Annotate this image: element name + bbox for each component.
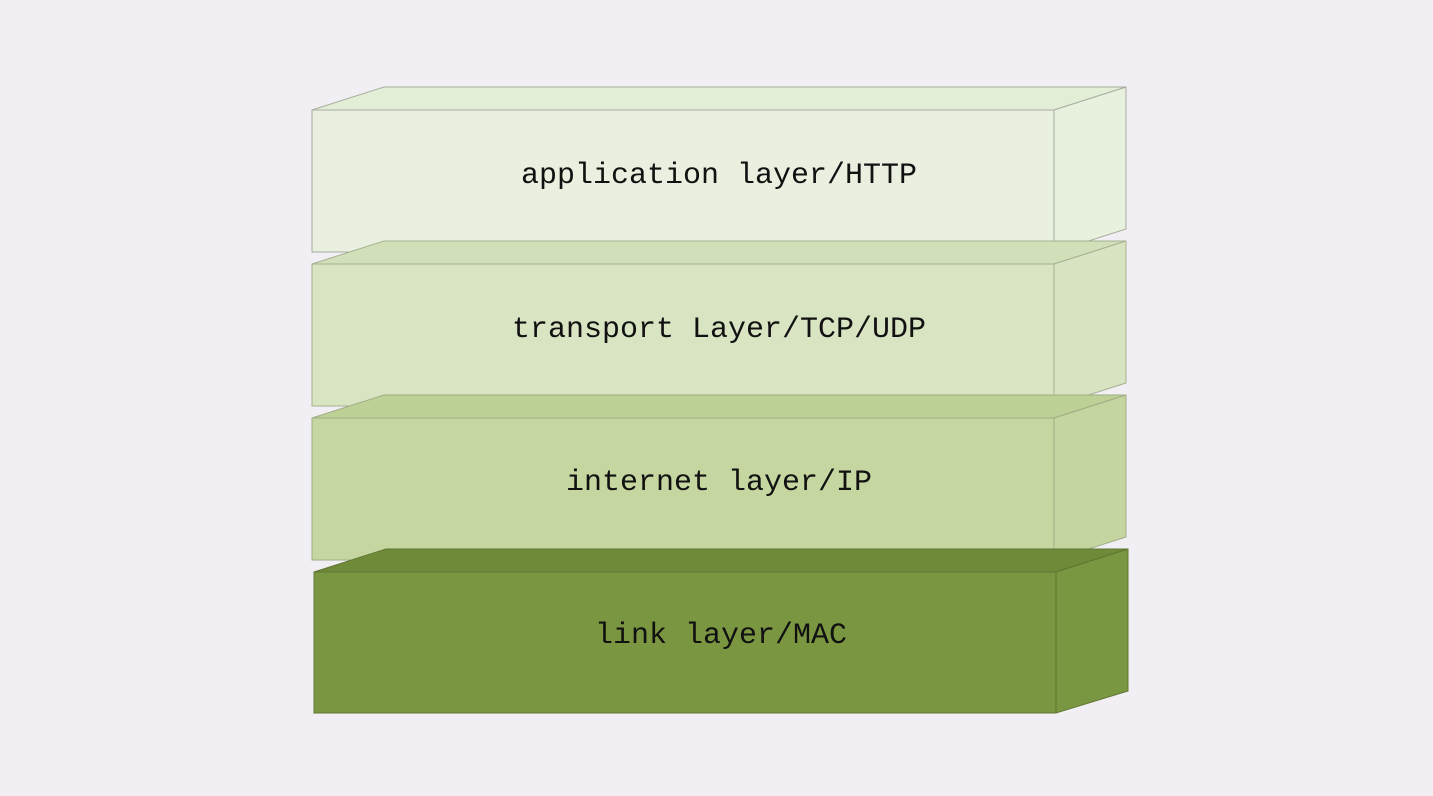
layer-internet-top [311, 394, 1127, 419]
layer-internet-front [311, 417, 1055, 561]
layer-link-front [313, 571, 1057, 714]
layer-transport-top [311, 240, 1127, 265]
layer-transport: transport Layer/TCP/UDP [311, 240, 1127, 407]
layer-transport-label: transport Layer/TCP/UDP [512, 313, 926, 347]
layer-application-label: application layer/HTTP [521, 159, 917, 193]
layer-link-side [1055, 548, 1129, 714]
layer-link-top [313, 548, 1129, 573]
layer-link: link layer/MAC [313, 548, 1129, 714]
layer-application-front [311, 109, 1055, 253]
layer-transport-front [311, 263, 1055, 407]
layer-internet: internet layer/IP [311, 394, 1127, 561]
layer-application-side [1053, 86, 1127, 253]
layer-application: application layer/HTTP [311, 86, 1127, 253]
layer-application-top [311, 86, 1127, 111]
layer-internet-label: internet layer/IP [566, 466, 872, 500]
layer-transport-side [1053, 240, 1127, 407]
layer-internet-side [1053, 394, 1127, 561]
layer-link-label: link layer/MAC [595, 619, 847, 653]
